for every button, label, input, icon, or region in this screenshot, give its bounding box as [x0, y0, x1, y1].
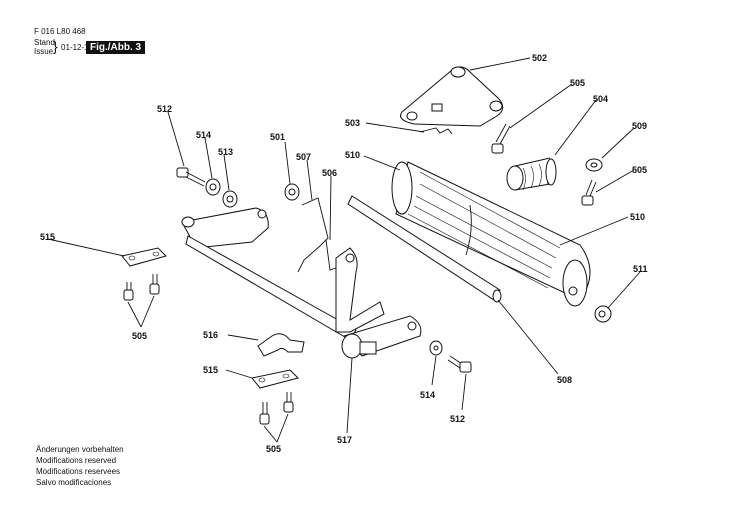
- part-507-wire-spring: [297, 197, 329, 273]
- label-515: 515: [203, 365, 218, 375]
- part-503-clip: [419, 127, 453, 135]
- part-514-washer-right: [429, 340, 443, 356]
- part-506-pin: [325, 239, 337, 271]
- note-german: Änderungen vorbehalten: [36, 445, 124, 454]
- note-english: Modifications reserved: [36, 456, 117, 465]
- part-512-screw-left: [176, 167, 206, 187]
- label-515: 515: [40, 232, 55, 242]
- label-513: 513: [218, 147, 233, 157]
- label-512: 512: [450, 414, 465, 424]
- issue-label: Issue: [34, 47, 54, 56]
- label-512: 512: [157, 104, 172, 114]
- part-512-screw-right: [447, 355, 472, 373]
- modification-notes: Änderungen vorbehalten Modifications res…: [36, 444, 124, 488]
- part-505-screw-upper: [491, 123, 511, 154]
- part-515-bracket-upper: [121, 247, 167, 267]
- label-506: 506: [322, 168, 337, 178]
- label-503: 503: [345, 118, 360, 128]
- note-french: Modifications reservees: [36, 467, 121, 476]
- lever-shaft-assembly: [181, 207, 422, 359]
- issue-date: 01-12-19: [61, 43, 94, 52]
- part-509-washer: [585, 158, 603, 172]
- part-511-end-cap: [594, 305, 612, 323]
- label-501: 501: [270, 132, 285, 142]
- label-510: 510: [630, 212, 645, 222]
- part-505-screw-right: [581, 179, 597, 206]
- label-511: 511: [633, 264, 648, 274]
- part-510-grip-roller: [391, 161, 591, 307]
- stand-label: Stand: [34, 38, 55, 47]
- label-505: 505: [570, 78, 585, 88]
- document-number: F 016 L80 468: [34, 27, 86, 36]
- part-502-link-plate: [400, 66, 504, 127]
- label-504: 504: [593, 94, 608, 104]
- label-514: 514: [420, 390, 435, 400]
- label-516: 516: [203, 330, 218, 340]
- label-509: 509: [632, 121, 647, 131]
- part-513-bushing: [222, 190, 238, 208]
- label-517: 517: [337, 435, 352, 445]
- part-505-screws-lower: [259, 392, 294, 425]
- part-501-bushing: [284, 183, 300, 201]
- part-514-washer-left: [205, 178, 221, 196]
- label-502: 502: [532, 53, 547, 63]
- label-505: 505: [632, 165, 647, 175]
- part-516-clamp: [257, 333, 305, 357]
- label-505: 505: [132, 331, 147, 341]
- label-505: 505: [266, 444, 281, 454]
- label-507: 507: [296, 152, 311, 162]
- bracket-glyph: }: [53, 38, 58, 54]
- label-514: 514: [196, 130, 211, 140]
- label-508: 508: [557, 375, 572, 385]
- note-spanish: Salvo modificaciones: [36, 478, 112, 487]
- part-515-bracket-lower: [251, 369, 299, 389]
- leader-lines: [47, 57, 641, 443]
- label-510: 510: [345, 150, 360, 160]
- part-508-rod: [347, 195, 502, 303]
- figure-title: Fig./Abb. 3: [86, 41, 146, 54]
- part-504-spring: [506, 157, 557, 191]
- part-505-screws-left: [123, 274, 160, 301]
